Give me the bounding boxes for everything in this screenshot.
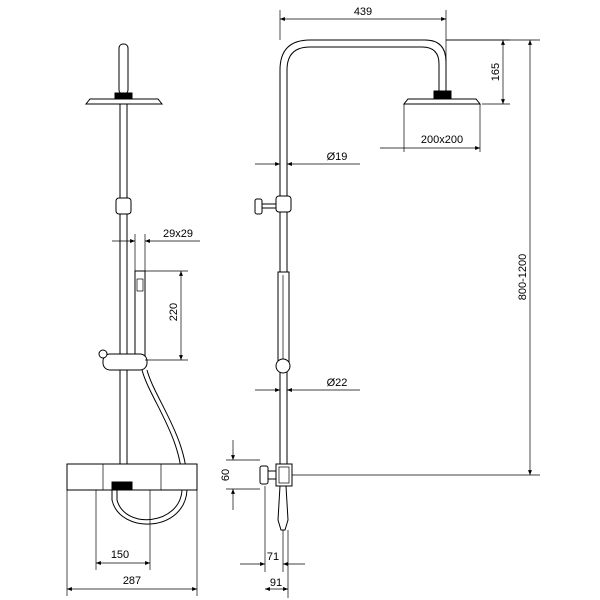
side-view	[254, 39, 482, 531]
side-wall-connection	[259, 465, 269, 485]
front-shower-arm	[118, 43, 129, 95]
front-slider-top	[115, 197, 132, 215]
dimension-lines	[66, 10, 540, 598]
front-head-joint	[114, 92, 133, 100]
front-hand-shower	[134, 270, 146, 364]
front-hand-shower-holder	[102, 353, 148, 371]
dim-hand-shower-length: 220	[168, 303, 180, 321]
dim-connection-spacing: 150	[111, 549, 129, 561]
dim-top-width: 439	[354, 6, 372, 18]
side-arm-outer	[279, 39, 447, 92]
dim-pipe-upper: Ø19	[327, 151, 348, 163]
dim-outlet-offset: 60	[220, 469, 232, 481]
side-hand-shower	[277, 271, 290, 363]
dim-head-size: 200x200	[421, 134, 463, 146]
side-holder	[275, 358, 291, 374]
dim-wall-depth-1: 71	[267, 551, 279, 563]
side-shower-head	[402, 98, 482, 105]
front-shower-head	[84, 98, 164, 105]
side-outlet	[277, 485, 289, 531]
dim-hand-shower-section: 29x29	[163, 228, 193, 240]
front-view	[66, 43, 198, 525]
dim-total-width: 287	[123, 575, 141, 587]
dim-pipe-lower: Ø22	[327, 377, 348, 389]
dim-head-height: 165	[490, 63, 502, 81]
side-slider-knob	[254, 198, 263, 215]
side-slider	[275, 195, 292, 213]
side-head-joint	[433, 90, 452, 99]
side-arm-inner	[286, 46, 440, 92]
front-holder-knob	[98, 349, 108, 359]
dimension-labels: 439 165 200x200 Ø19 Ø22 800-1200 29x29 2…	[111, 6, 529, 589]
dim-wall-depth-2: 91	[270, 577, 282, 589]
dim-height-range: 800-1200	[517, 254, 529, 301]
